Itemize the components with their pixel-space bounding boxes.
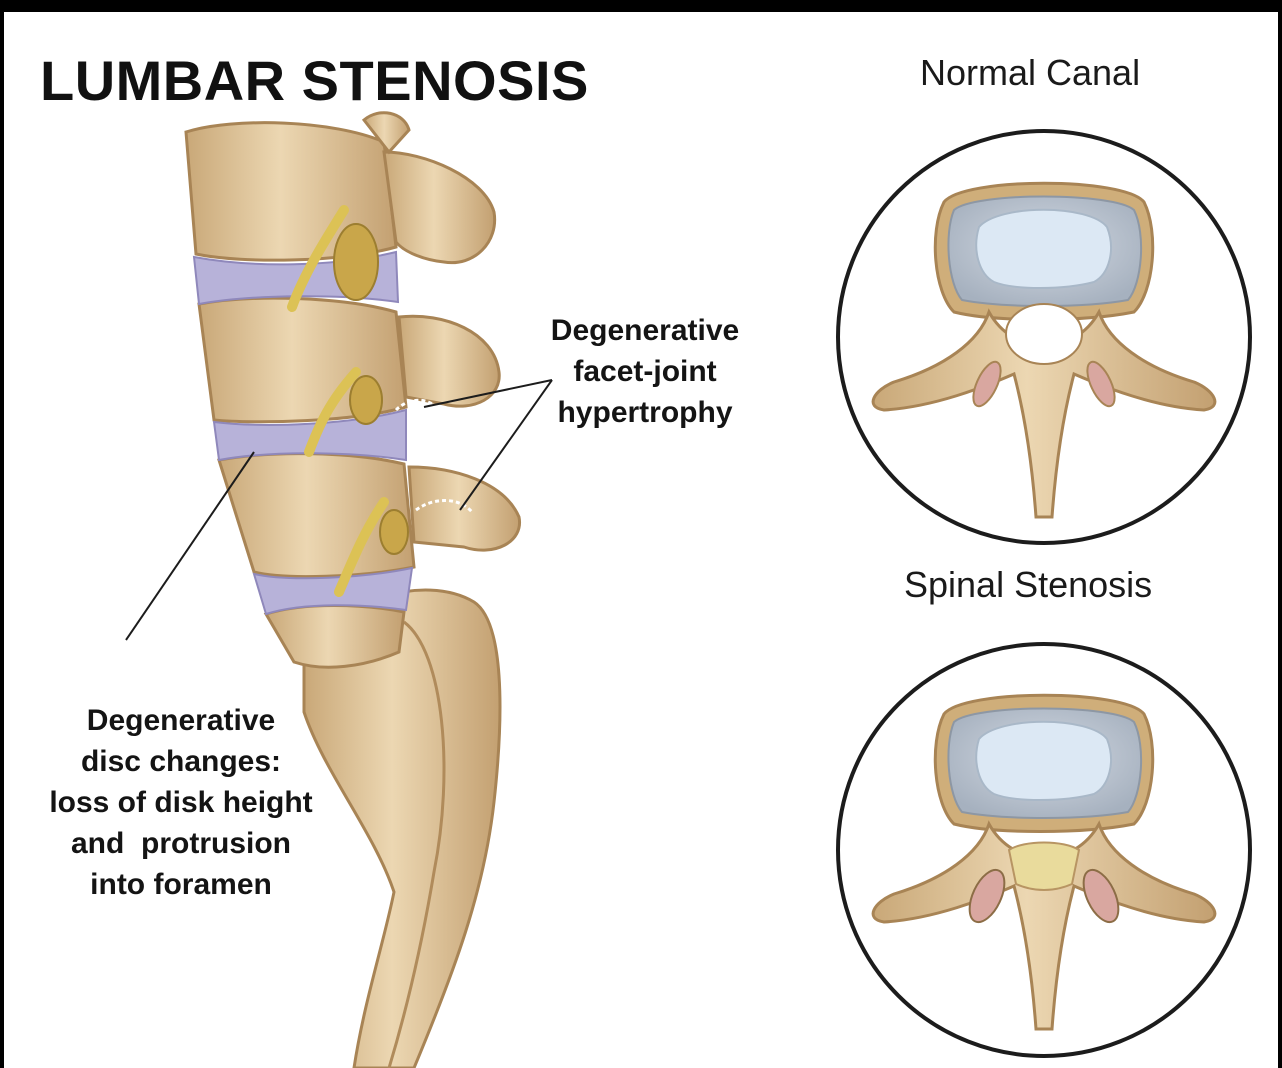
sacrum [302, 588, 502, 1068]
disc-callout-line-4: and protrusion [71, 827, 291, 860]
stenosis-neural-arch [871, 820, 1217, 1031]
facet-callout-line-1: Degenerative [550, 314, 740, 347]
normal-neural-arch [871, 308, 1217, 519]
vertebra-upper [184, 121, 398, 262]
sacral-ridge [387, 620, 446, 1068]
diagram-title: LUMBAR STENOSIS [40, 49, 589, 112]
stenosis-ligament-thickening [1007, 841, 1081, 891]
nerve-roots [287, 205, 389, 597]
disc-callout-line-1: Degenerative [86, 704, 276, 737]
disc-callout-line-3: loss of disk height [49, 786, 313, 819]
nerve-root-2 [304, 367, 361, 457]
facet-hypertrophy-callout: Degenerative facet-joint hypertrophy [534, 310, 756, 433]
nerve-root-1 [287, 205, 349, 312]
disc-callout-line-2: disc changes: [80, 745, 282, 778]
spinous-process-3 [407, 465, 521, 552]
normal-spinal-canal [1005, 303, 1083, 365]
posterior-elements [361, 111, 521, 552]
leader-lines [125, 379, 553, 641]
normal-canal-illustration [836, 129, 1252, 545]
stenosis-nucleus [975, 720, 1112, 801]
nerve-root-3 [334, 497, 389, 597]
stenosis-canal-illustration [836, 642, 1252, 1058]
illustration [125, 111, 1252, 1068]
spinous-process-1 [382, 150, 497, 265]
normal-canal-heading: Normal Canal [920, 52, 1141, 93]
vertebral-bodies [184, 121, 416, 669]
foramen-ganglia [333, 223, 409, 555]
disc-leader [125, 451, 255, 641]
facet-callout-line-2: facet-joint [573, 355, 717, 388]
facet-callout-line-3: hypertrophy [557, 396, 733, 429]
facet-leader-lower [459, 379, 553, 511]
disc-callout-line-5: into foramen [90, 868, 272, 901]
disc-2 [212, 408, 407, 462]
facet-hypertrophy-marks [394, 398, 474, 514]
normal-nucleus [975, 208, 1112, 289]
vertebra-lower [263, 604, 406, 669]
spinal-stenosis-heading: Spinal Stenosis [904, 564, 1153, 605]
disc-3 [252, 566, 414, 616]
stenosis-hypertrophic-facets [968, 868, 1120, 924]
facet-leader-upper [423, 379, 553, 408]
facet-upper [361, 111, 411, 155]
disc-changes-callout: Degenerative disc changes: loss of disk … [28, 700, 334, 905]
lumbar-spine-illustration [184, 111, 521, 1068]
normal-facets [972, 360, 1116, 408]
diagram-panel: LUMBAR STENOSIS Normal Canal Spinal Sten… [4, 12, 1278, 1068]
spinous-process-2 [397, 314, 501, 408]
